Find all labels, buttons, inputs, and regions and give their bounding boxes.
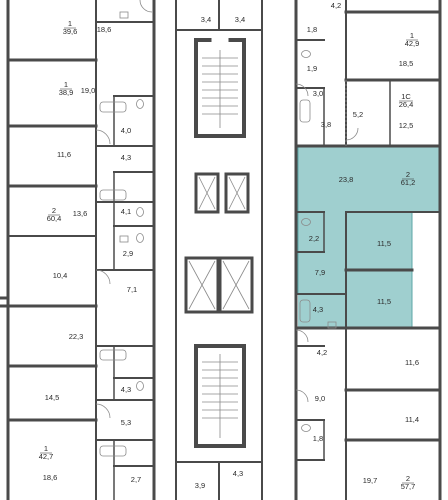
left-wing — [0, 0, 156, 500]
room-area: 4,1 — [121, 207, 131, 216]
room-area: 3,0 — [313, 89, 323, 98]
room-area: 3,4 — [235, 15, 245, 24]
room-area: 2,9 — [123, 249, 133, 258]
room-area: 1,8 — [313, 434, 323, 443]
toilet-icon — [136, 207, 144, 217]
toilet-icon — [136, 99, 144, 109]
door-swing-icon — [95, 129, 111, 145]
room-area: 3,8 — [321, 120, 331, 129]
elevator-shaft-3 — [184, 256, 220, 314]
highlighted-apartment[interactable] — [297, 145, 441, 329]
left-fixtures — [95, 0, 153, 457]
room-area: 7,9 — [315, 268, 325, 277]
core-details — [188, 50, 250, 438]
right-wing — [294, 0, 442, 500]
bathtub-icon — [99, 189, 127, 201]
room-area: 5,3 — [121, 418, 131, 427]
room-area: 2,2 — [309, 234, 319, 243]
room-area: 10,4 — [53, 271, 68, 280]
room-area: 2,7 — [131, 475, 141, 484]
room-area: 18,5 — [399, 59, 414, 68]
room-area: 18,6 — [43, 473, 58, 482]
lower-staircase — [194, 344, 246, 448]
room-area: 4,0 — [121, 126, 131, 135]
room-area: 11,4 — [405, 415, 419, 424]
bathtub-icon — [299, 99, 311, 123]
door-swing-icon — [95, 403, 111, 419]
unit-area: 42,9 — [405, 39, 420, 48]
room-area: 4,3 — [233, 469, 243, 478]
room-area: 1,9 — [307, 64, 317, 73]
room-area: 4,2 — [331, 1, 341, 10]
unit-number: 1 — [68, 19, 72, 28]
unit-area: 38,9 — [59, 88, 74, 97]
bathtub-icon — [299, 299, 311, 323]
room-area: 11,5 — [377, 239, 391, 248]
room-area: 4,3 — [313, 305, 323, 314]
door-swing-icon — [295, 329, 309, 343]
toilet-icon — [301, 218, 311, 226]
unit-number: 2 — [406, 474, 410, 483]
door-swing-icon — [295, 389, 309, 403]
room-area: 11,6 — [57, 150, 71, 159]
bathtub-icon — [99, 101, 127, 113]
unit-area: 39,6 — [63, 27, 78, 36]
unit-area: 61,2 — [401, 178, 416, 187]
toilet-icon — [301, 50, 311, 58]
sink-icon — [119, 235, 129, 243]
room-area: 4,3 — [121, 385, 131, 394]
unit-number: 1 — [64, 80, 68, 89]
room-area: 1,8 — [307, 25, 317, 34]
room-area: 19,0 — [81, 86, 96, 95]
door-swing-icon — [295, 83, 309, 97]
room-area: 12,5 — [399, 121, 414, 130]
unit-area: 57,7 — [401, 482, 416, 491]
room-area: 19,7 — [363, 476, 378, 485]
room-area: 4,2 — [317, 348, 327, 357]
room-area: 23,8 — [339, 175, 354, 184]
elevator-shaft-4 — [218, 256, 254, 314]
room-area: 3,9 — [195, 481, 205, 490]
room-labels: 18,6 19,0 4,0 11,6 4,3 13,6 4,1 2,9 10,4… — [43, 1, 419, 490]
right-fixtures — [295, 50, 359, 432]
unit-number: 1С — [401, 92, 411, 101]
unit-number: 2 — [52, 206, 56, 215]
sink-icon — [327, 321, 337, 329]
unit-number: 1 — [410, 31, 414, 40]
door-swing-icon — [139, 0, 153, 13]
room-area: 3,4 — [201, 15, 211, 24]
bathtub-icon — [99, 349, 127, 361]
bathtub-icon — [99, 445, 127, 457]
room-area: 9,0 — [315, 394, 325, 403]
room-area: 22,3 — [69, 332, 84, 341]
toilet-icon — [301, 424, 311, 432]
unit-labels: 1 39,6 1 38,9 2 60,4 1 42,7 1 42,9 1С 26… — [39, 19, 420, 491]
room-area: 4,3 — [121, 153, 131, 162]
unit-area: 26,4 — [399, 100, 414, 109]
toilet-icon — [136, 381, 144, 391]
elevator-shaft-1 — [194, 172, 220, 214]
unit-number: 1 — [44, 444, 48, 453]
room-area: 11,5 — [377, 297, 391, 306]
door-swing-icon — [345, 127, 359, 141]
room-area: 14,5 — [45, 393, 60, 402]
room-area: 18,6 — [97, 25, 112, 34]
sink-icon — [119, 11, 129, 19]
unit-area: 60,4 — [47, 214, 62, 223]
unit-number: 2 — [406, 170, 410, 179]
room-area: 11,6 — [405, 358, 419, 367]
door-swing-icon — [95, 269, 111, 285]
elevator-shaft-2 — [224, 172, 250, 214]
room-area: 5,2 — [353, 110, 363, 119]
room-area: 7,1 — [127, 285, 137, 294]
room-area: 13,6 — [73, 209, 88, 218]
unit-area: 42,7 — [39, 452, 54, 461]
toilet-icon — [136, 233, 144, 243]
central-core — [175, 0, 263, 500]
